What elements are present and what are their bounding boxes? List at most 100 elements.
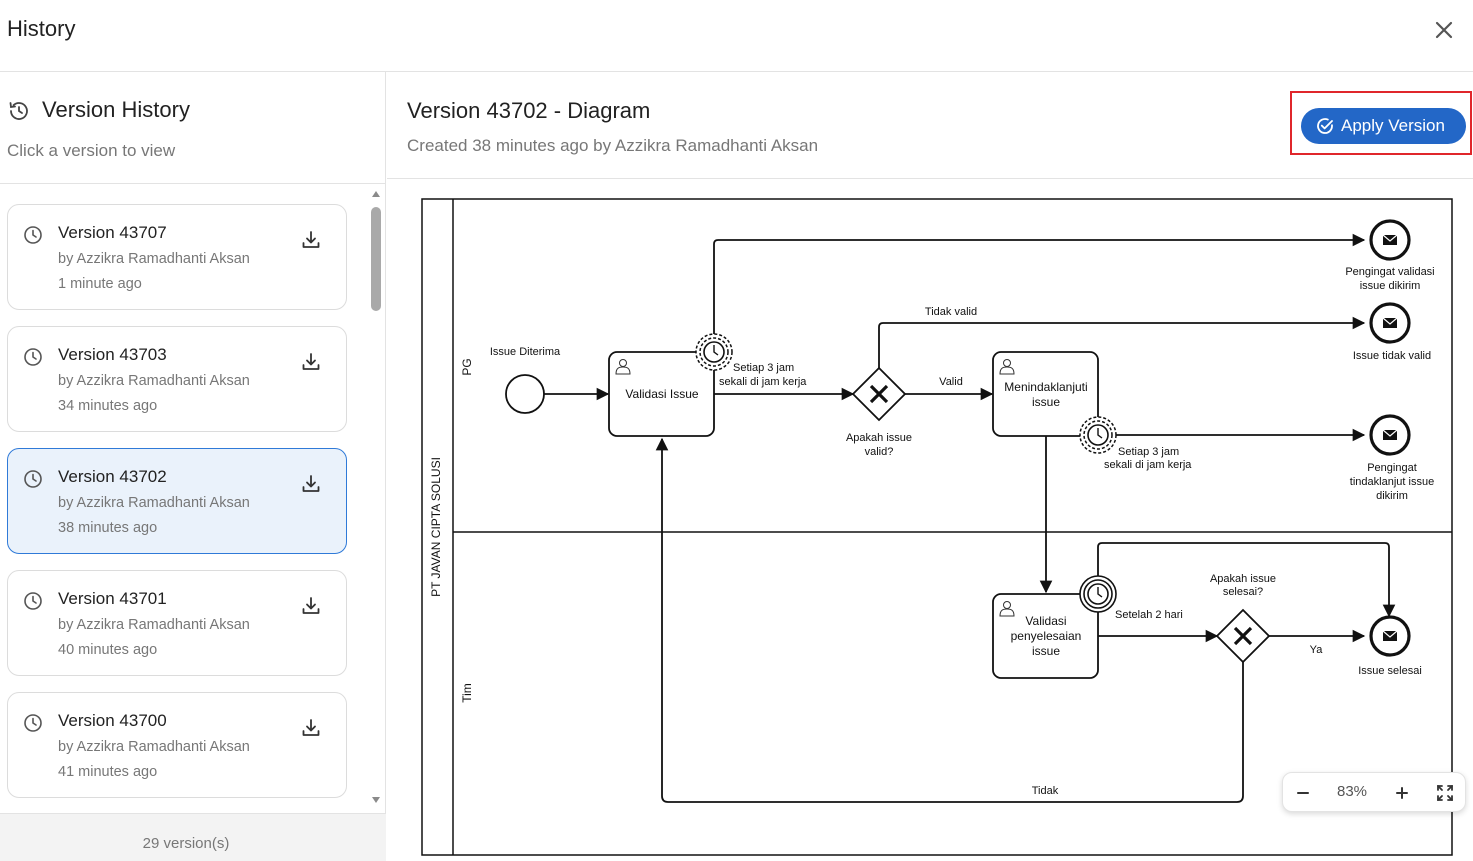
timer-label-line1: Setiap 3 jam: [1118, 446, 1179, 458]
gateway-label-line2: selesai?: [1223, 586, 1263, 598]
apply-version-highlight: [1290, 91, 1472, 155]
clock-icon: [23, 713, 43, 733]
version-count-footer: 29 version(s): [0, 813, 386, 861]
task-label-line2: issue: [1032, 395, 1060, 409]
sidebar-subtitle: Click a version to view: [7, 141, 176, 160]
timer-event-1[interactable]: [695, 333, 733, 371]
fullscreen-icon[interactable]: [1433, 781, 1457, 805]
timer-event-3[interactable]: [1079, 575, 1117, 613]
version-list[interactable]: Version 43707 by Azzikra Ramadhanti Aksa…: [0, 185, 370, 813]
version-time: 38 minutes ago: [58, 520, 158, 536]
scroll-up-arrow-icon[interactable]: [372, 191, 380, 197]
version-time: 40 minutes ago: [58, 642, 158, 658]
clock-icon: [23, 591, 43, 611]
apply-version-label: Apply Version: [1341, 116, 1445, 135]
zoom-out-icon[interactable]: [1291, 781, 1315, 805]
scroll-down-arrow-icon[interactable]: [372, 797, 380, 803]
end-label-line1: Pengingat: [1367, 462, 1417, 474]
timer-event-2[interactable]: [1079, 416, 1117, 454]
timer-label-line2: sekali di jam kerja: [1104, 459, 1192, 471]
download-icon[interactable]: [300, 717, 322, 739]
version-name: Version 43700: [58, 711, 167, 730]
end-event-pengingat-tindaklanjut[interactable]: [1369, 414, 1411, 456]
version-card[interactable]: Version 43701 by Azzikra Ramadhanti Aksa…: [7, 570, 347, 676]
download-icon[interactable]: [300, 595, 322, 617]
timer-label: Setelah 2 hari: [1115, 609, 1183, 621]
start-event[interactable]: [505, 374, 545, 414]
download-icon[interactable]: [300, 351, 322, 373]
zoom-controls: 83%: [1282, 772, 1466, 812]
task-validasi-issue[interactable]: Validasi Issue: [608, 351, 715, 437]
flow-label-valid: Valid: [939, 376, 963, 388]
version-author: by Azzikra Ramadhanti Aksan: [58, 495, 250, 511]
task-label-line3: issue: [1032, 644, 1060, 658]
dialog-header: History: [0, 0, 1473, 72]
end-event-pengingat-validasi[interactable]: [1369, 219, 1411, 261]
pool-label: PT JAVAN CIPTA SOLUSI: [429, 457, 443, 597]
version-name: Version 43707: [58, 223, 167, 242]
flow-label-ya: Ya: [1310, 644, 1324, 656]
flow-label-tidak-valid: Tidak valid: [925, 306, 977, 318]
end-label: Issue tidak valid: [1353, 350, 1431, 362]
scroll-thumb[interactable]: [371, 207, 381, 311]
check-circle-icon: [1315, 116, 1335, 136]
sidebar-header: Version History Click a version to view: [0, 72, 386, 184]
version-preview: Version 43702 - Diagram Created 38 minut…: [387, 72, 1473, 861]
sequence-flows: [544, 233, 1396, 803]
version-card[interactable]: Version 43707 by Azzikra Ramadhanti Aksa…: [7, 204, 347, 310]
flow-label-tidak: Tidak: [1032, 785, 1059, 797]
preview-subtitle: Created 38 minutes ago by Azzikra Ramadh…: [407, 136, 819, 155]
version-author: by Azzikra Ramadhanti Aksan: [58, 617, 250, 633]
end-event-issue-selesai[interactable]: [1369, 615, 1411, 657]
end-label-line3: dikirim: [1376, 490, 1408, 502]
task-menindaklanjuti-issue[interactable]: Menindaklanjuti issue: [992, 351, 1099, 437]
dialog-title: History: [7, 16, 76, 41]
version-history-sidebar: Version History Click a version to view …: [0, 72, 386, 861]
task-validasi-penyelesaian[interactable]: Validasi penyelesaian issue: [992, 593, 1099, 679]
preview-title: Version 43702 - Diagram: [407, 98, 651, 123]
bpmn-diagram[interactable]: PT JAVAN CIPTA SOLUSI PG Tim Issue Diter…: [387, 179, 1473, 861]
version-author: by Azzikra Ramadhanti Aksan: [58, 739, 250, 755]
version-card[interactable]: Version 43703 by Azzikra Ramadhanti Aksa…: [7, 326, 347, 432]
version-time: 34 minutes ago: [58, 398, 158, 414]
version-author: by Azzikra Ramadhanti Aksan: [58, 373, 250, 389]
end-label-line2: tindaklanjut issue: [1350, 476, 1434, 488]
gateway-label-line1: Apakah issue: [846, 432, 912, 444]
version-name: Version 43703: [58, 345, 167, 364]
task-label-line1: Menindaklanjuti: [1004, 380, 1087, 394]
version-name: Version 43701: [58, 589, 167, 608]
sidebar-title: Version History: [42, 97, 190, 122]
clock-icon: [23, 225, 43, 245]
gateway-valid[interactable]: [851, 366, 907, 422]
task-label-line2: penyelesaian: [1011, 629, 1082, 643]
clock-icon: [23, 347, 43, 367]
apply-version-button[interactable]: Apply Version: [1301, 108, 1466, 144]
version-name: Version 43702: [58, 467, 167, 486]
timer-label-line1: Setiap 3 jam: [733, 362, 794, 374]
version-card-selected[interactable]: Version 43702 by Azzikra Ramadhanti Aksa…: [7, 448, 347, 554]
version-card[interactable]: Version 43700 by Azzikra Ramadhanti Aksa…: [7, 692, 347, 798]
version-time: 41 minutes ago: [58, 764, 158, 780]
download-icon[interactable]: [300, 473, 322, 495]
history-icon: [7, 99, 31, 123]
download-icon[interactable]: [300, 229, 322, 251]
version-time: 1 minute ago: [58, 276, 142, 292]
close-icon[interactable]: [1432, 18, 1456, 42]
start-event-label: Issue Diterima: [490, 346, 561, 358]
version-count: 29 version(s): [142, 835, 230, 852]
lane-label-tim: Tim: [460, 683, 474, 703]
end-event-issue-tidak-valid[interactable]: [1369, 302, 1411, 344]
end-label-line2: issue dikirim: [1360, 280, 1421, 292]
task-label-line1: Validasi: [1025, 614, 1066, 628]
clock-icon: [23, 469, 43, 489]
pool: [421, 198, 1453, 856]
version-list-scrollbar[interactable]: [369, 185, 383, 813]
gateway-label-line2: valid?: [865, 446, 894, 458]
timer-label-line2: sekali di jam kerja: [719, 376, 807, 388]
version-author: by Azzikra Ramadhanti Aksan: [58, 251, 250, 267]
zoom-level: 83%: [1336, 783, 1368, 800]
zoom-in-icon[interactable]: [1390, 781, 1414, 805]
task-label: Validasi Issue: [625, 387, 698, 401]
gateway-selesai[interactable]: [1215, 608, 1271, 664]
lane-label-pg: PG: [460, 358, 474, 375]
